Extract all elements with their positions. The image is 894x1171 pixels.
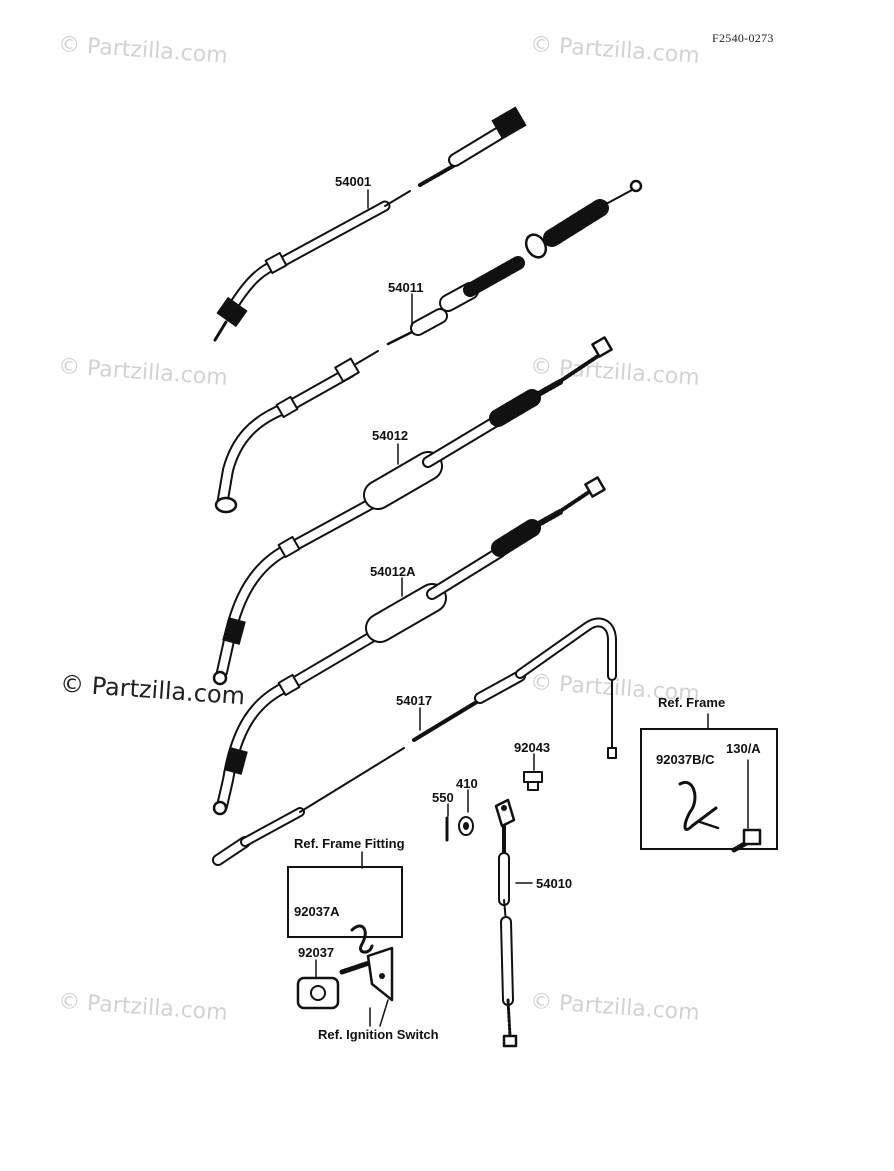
ref-frame-label: Ref. Frame (658, 695, 726, 710)
part-label-550: 550 (432, 790, 454, 805)
cable-54017 (212, 617, 617, 866)
cable-54012 (212, 336, 613, 686)
frame-fitting-ref-box (287, 866, 403, 938)
part-410 (458, 816, 474, 836)
bolt-130A (731, 828, 762, 853)
part-label-92037BC: 92037B/C (656, 752, 715, 767)
cable-54001 (213, 106, 527, 342)
cable-54011 (214, 179, 643, 514)
clip-92037BC (678, 780, 720, 831)
part-label-54012: 54012 (372, 428, 409, 443)
diagram-code: F2540-0273 (712, 31, 774, 45)
part-label-54010: 54010 (536, 876, 573, 891)
part-label-54012A: 54012A (370, 564, 416, 579)
clip-92037A (350, 924, 374, 954)
part-label-92037A: 92037A (294, 904, 340, 919)
part-label-54001: 54001 (335, 174, 372, 189)
cable-54010 (494, 798, 518, 1048)
leader-lines (315, 189, 749, 1027)
part-92043 (523, 771, 543, 791)
ignition-switch-bracket (339, 946, 394, 1002)
frame-ref-box (640, 728, 778, 850)
part-92037 (296, 976, 340, 1010)
part-label-92043: 92043 (514, 740, 551, 755)
part-label-92037: 92037 (298, 945, 335, 960)
part-label-54011: 54011 (388, 280, 424, 295)
part-label-130A: 130/A (726, 741, 761, 756)
part-label-54017: 54017 (396, 693, 433, 708)
ref-frame-fitting-label: Ref. Frame Fitting (294, 836, 405, 851)
ref-ignition-switch-label: Ref. Ignition Switch (318, 1027, 439, 1042)
cable-54012A (212, 476, 606, 816)
part-label-410: 410 (456, 776, 478, 791)
